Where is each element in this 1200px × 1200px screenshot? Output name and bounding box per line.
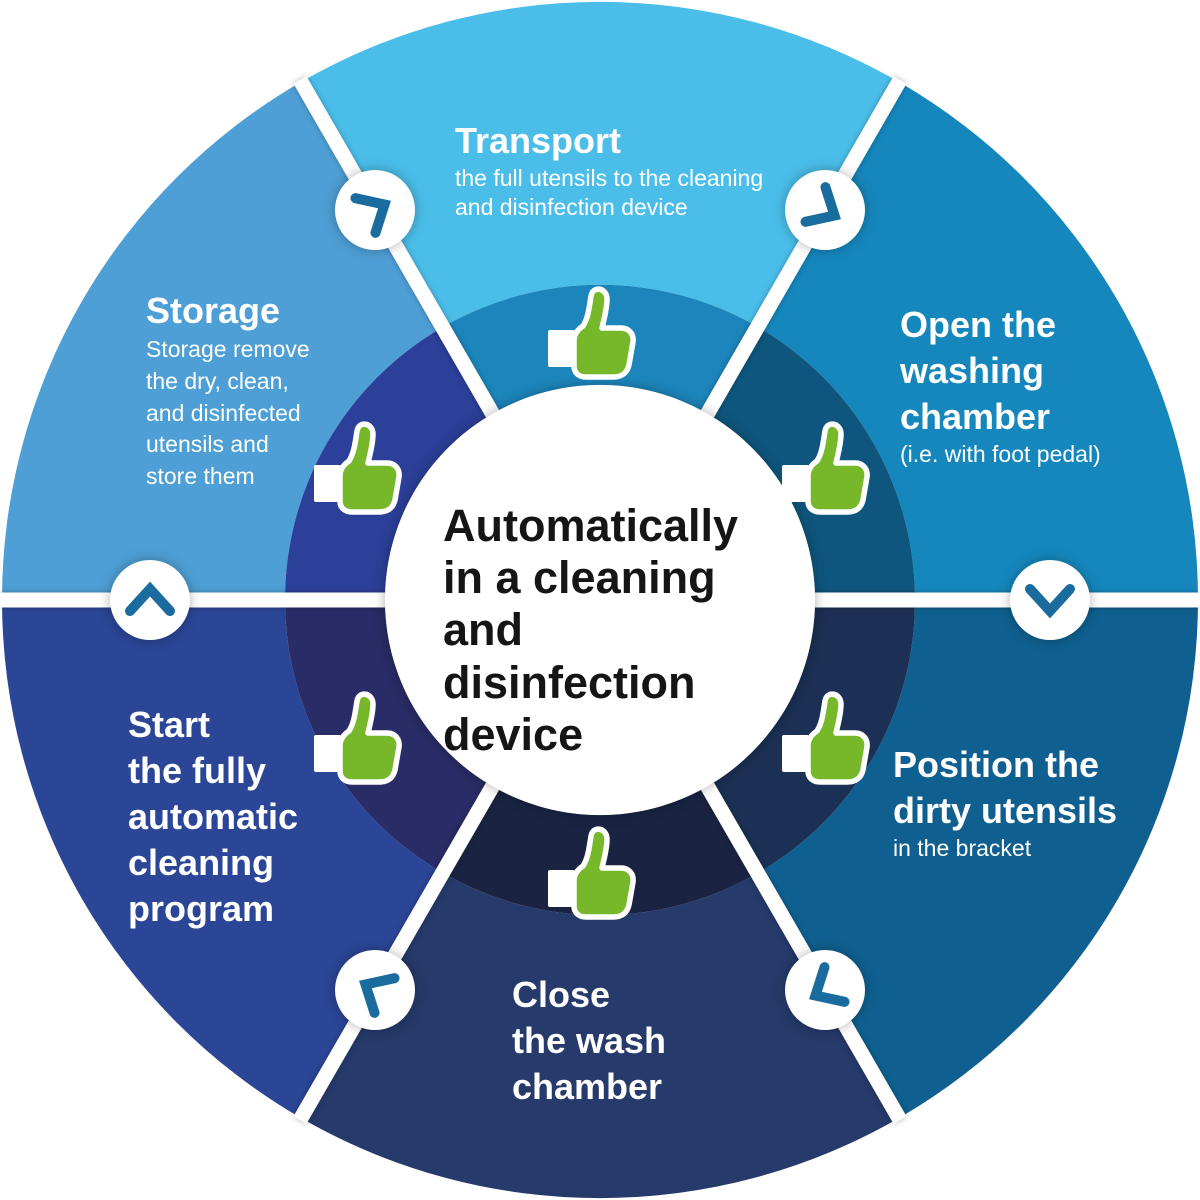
storage-desc-line: Storage remove [146,336,310,363]
position-desc-line: in the bracket [893,835,1032,862]
center-title-line: Automatically [443,500,739,551]
divider-top-left [293,76,502,422]
thumb-hand [337,691,402,785]
close-title-line: the wash [512,1020,667,1062]
close-wash-chamber-label: Close the wash chamber [512,972,772,1110]
arrow-circle [785,950,865,1030]
thumb-cuff [782,735,809,772]
storage-label: Storage Storage remove the dry, clean, a… [146,288,376,493]
center-title-line: in a cleaning [443,552,716,604]
position-dirty-utensils-label: Position the dirty utensils in the brack… [893,742,1173,863]
thumb-cuff [548,330,575,367]
arrow-circle [335,170,415,250]
chevron-up-icon [125,581,175,616]
storage-desc-line: and disinfected [146,399,301,426]
center-title-line: device [443,708,584,760]
divider-bottom-left [293,778,502,1124]
chevron-down-right-icon [800,182,841,227]
arrow-circle [1010,560,1090,640]
position-title-line: dirty utensils [893,790,1118,832]
arrow-circle [785,170,865,250]
flow-arrows [110,170,1090,1030]
chevron-down-left-icon [809,962,850,1007]
storage-desc-line: the dry, clean, [146,367,289,394]
open-washing-chamber-label: Open the washing chamber (i.e. with foot… [900,302,1160,469]
divider-bottom-right [698,778,907,1124]
transport-desc-line: and disinfection device [455,193,688,220]
transport-title: Transport [455,120,622,161]
close-title-line: Close [512,974,611,1015]
segment-position-dirty-utensils-outer [758,600,1198,1118]
open-desc-line: (i.e. with foot pedal) [900,441,1101,468]
thumbs-up-icon-close [548,826,636,920]
arrow-circle [110,560,190,640]
storage-desc-line: utensils and [146,431,269,458]
thumb-cuff [314,465,341,502]
storage-title: Storage [146,290,281,331]
thumb-cuff [314,735,341,772]
thumb-hand [571,826,636,920]
segment-transport-outer [301,1,899,328]
arrow-storage-to-transport [335,170,415,250]
position-title-line: Position the [893,744,1099,785]
thumb-hand [805,421,870,515]
transport-desc-line: the full utensils to the cleaning [455,165,764,192]
segment-open-washing-chamber-outer [758,82,1198,600]
start-title-line: program [128,888,275,930]
thumbs-up-icon-start [314,691,402,785]
close-title-line: chamber [512,1066,663,1108]
thumb-cuff [782,465,809,502]
arrow-circle [335,950,415,1030]
arrow-transport-to-open [785,170,865,250]
segment-dividers [0,76,1200,1124]
segment-close-wash-chamber-outer [301,873,899,1199]
start-title-line: the fully [128,750,267,792]
segment-storage-outer [1,82,443,600]
thumbs-up-icon-transport [548,286,636,380]
open-title-line: washing [900,350,1045,392]
transport-label: Transport the full utensils to the clean… [455,118,815,222]
thumbs-up-icon-storage [314,421,402,515]
storage-desc-line: store them [146,463,255,490]
thumb-hand [805,691,870,785]
divider-top-right [698,76,907,422]
center-title-line: and disinfection [443,604,696,708]
thumb-cuff [548,870,575,907]
chevron-down-icon [1025,584,1075,619]
thumbs-up-icon-open [782,421,870,515]
arrow-start-to-storage [110,560,190,640]
arrow-position-to-close [785,950,865,1030]
start-title-line: automatic [128,796,299,838]
thumbs-up-icon-position [782,691,870,785]
start-title-line: Start [128,704,211,745]
start-cleaning-program-label: Start the fully automatic cleaning progr… [128,702,368,932]
thumb-hand [571,286,636,380]
center-circle [385,385,815,815]
center-title: Automatically in a cleaning and disinfec… [443,500,783,761]
chevron-up-right-icon [350,193,391,238]
open-title-line: Open the [900,304,1057,345]
arrow-close-to-start [335,950,415,1030]
chevron-up-left-icon [359,973,400,1018]
thumbs-up-icons [314,286,870,920]
arrow-open-to-position [1010,560,1090,640]
segment-start-cleaning-program-outer [2,600,443,1118]
start-title-line: cleaning [128,842,275,884]
open-title-line: chamber [900,396,1051,438]
thumb-hand [337,421,402,515]
